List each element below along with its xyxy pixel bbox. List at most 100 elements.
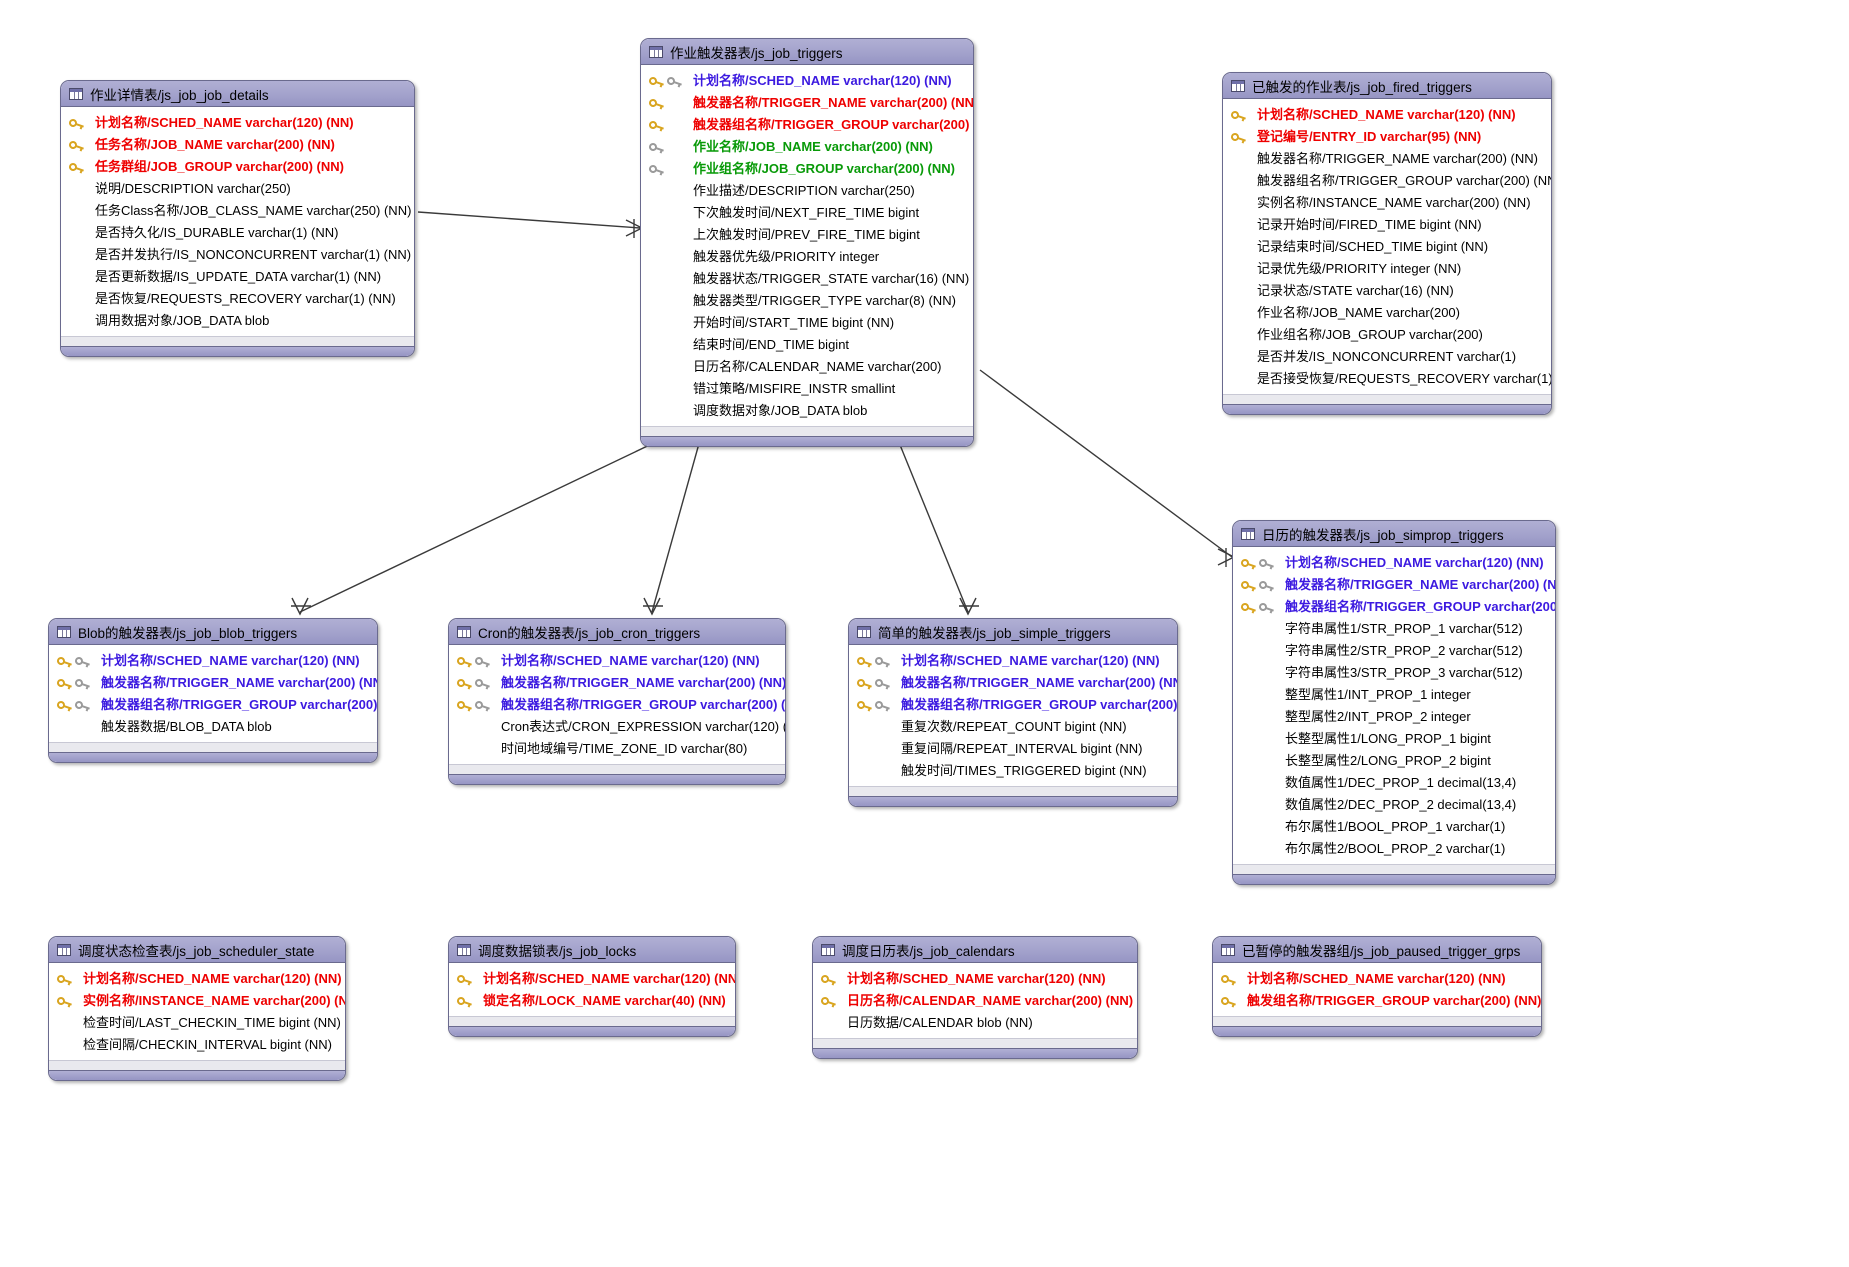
entity-field-row[interactable]: 作业名称/JOB_NAME varchar(200) [1223, 302, 1551, 324]
entity-field-row[interactable]: 是否恢复/REQUESTS_RECOVERY varchar(1) (NN) [61, 288, 414, 310]
entity-field-row[interactable]: 触发器名称/TRIGGER_NAME varchar(200) (NN) [49, 672, 377, 694]
entity-field-row[interactable]: 实例名称/INSTANCE_NAME varchar(200) (NN) [49, 990, 345, 1012]
entity-field-row[interactable]: 计划名称/SCHED_NAME varchar(120) (NN) [641, 70, 973, 92]
entity-field-row[interactable]: 数值属性1/DEC_PROP_1 decimal(13,4) [1233, 772, 1555, 794]
entity-field-row[interactable]: 触发器组名称/TRIGGER_GROUP varchar(200) (NN) [1223, 170, 1551, 192]
entity-field-row[interactable]: 时间地域编号/TIME_ZONE_ID varchar(80) [449, 738, 785, 760]
entity-field-row[interactable]: 作业描述/DESCRIPTION varchar(250) [641, 180, 973, 202]
entity-field-row[interactable]: 触发器类型/TRIGGER_TYPE varchar(8) (NN) [641, 290, 973, 312]
entity-field-row[interactable]: 日历名称/CALENDAR_NAME varchar(200) [641, 356, 973, 378]
entity-field-row[interactable]: 数值属性2/DEC_PROP_2 decimal(13,4) [1233, 794, 1555, 816]
entity-job_triggers[interactable]: 作业触发器表/js_job_triggers 计划名称/SCHED_NAME va… [640, 38, 974, 447]
entity-field-row[interactable]: 是否持久化/IS_DURABLE varchar(1) (NN) [61, 222, 414, 244]
entity-field-row[interactable]: 实例名称/INSTANCE_NAME varchar(200) (NN) [1223, 192, 1551, 214]
entity-header[interactable]: Cron的触发器表/js_job_cron_triggers [449, 619, 785, 645]
entity-field-row[interactable]: 计划名称/SCHED_NAME varchar(120) (NN) [1213, 968, 1541, 990]
entity-field-row[interactable]: 触发器状态/TRIGGER_STATE varchar(16) (NN) [641, 268, 973, 290]
entity-field-row[interactable]: 锁定名称/LOCK_NAME varchar(40) (NN) [449, 990, 735, 1012]
entity-field-row[interactable]: 触发器名称/TRIGGER_NAME varchar(200) (NN) [449, 672, 785, 694]
entity-field-row[interactable]: Cron表达式/CRON_EXPRESSION varchar(120) (NN… [449, 716, 785, 738]
entity-field-row[interactable]: 触发时间/TIMES_TRIGGERED bigint (NN) [849, 760, 1177, 782]
entity-simprop_triggers[interactable]: 日历的触发器表/js_job_simprop_triggers 计划名称/SCHE… [1232, 520, 1556, 885]
entity-field-row[interactable]: 日历名称/CALENDAR_NAME varchar(200) (NN) [813, 990, 1137, 1012]
entity-job_details[interactable]: 作业详情表/js_job_job_details 计划名称/SCHED_NAME … [60, 80, 415, 357]
entity-field-row[interactable]: 上次触发时间/PREV_FIRE_TIME bigint [641, 224, 973, 246]
entity-field-row[interactable]: 是否并发执行/IS_NONCONCURRENT varchar(1) (NN) [61, 244, 414, 266]
entity-field-row[interactable]: 计划名称/SCHED_NAME varchar(120) (NN) [49, 650, 377, 672]
entity-header[interactable]: 调度日历表/js_job_calendars [813, 937, 1137, 963]
entity-field-row[interactable]: 整型属性2/INT_PROP_2 integer [1233, 706, 1555, 728]
entity-field-row[interactable]: 计划名称/SCHED_NAME varchar(120) (NN) [1223, 104, 1551, 126]
entity-header[interactable]: 作业触发器表/js_job_triggers [641, 39, 973, 65]
entity-field-row[interactable]: 检查间隔/CHECKIN_INTERVAL bigint (NN) [49, 1034, 345, 1056]
entity-field-row[interactable]: 长整型属性1/LONG_PROP_1 bigint [1233, 728, 1555, 750]
entity-field-row[interactable]: 计划名称/SCHED_NAME varchar(120) (NN) [449, 968, 735, 990]
entity-field-row[interactable]: 开始时间/START_TIME bigint (NN) [641, 312, 973, 334]
entity-field-row[interactable]: 登记编号/ENTRY_ID varchar(95) (NN) [1223, 126, 1551, 148]
entity-field-row[interactable]: 记录优先级/PRIORITY integer (NN) [1223, 258, 1551, 280]
entity-field-row[interactable]: 说明/DESCRIPTION varchar(250) [61, 178, 414, 200]
entity-field-row[interactable]: 重复间隔/REPEAT_INTERVAL bigint (NN) [849, 738, 1177, 760]
entity-field-row[interactable]: 字符串属性1/STR_PROP_1 varchar(512) [1233, 618, 1555, 640]
entity-field-row[interactable]: 是否更新数据/IS_UPDATE_DATA varchar(1) (NN) [61, 266, 414, 288]
entity-field-row[interactable]: 日历数据/CALENDAR blob (NN) [813, 1012, 1137, 1034]
entity-field-row[interactable]: 计划名称/SCHED_NAME varchar(120) (NN) [49, 968, 345, 990]
entity-field-row[interactable]: 记录结束时间/SCHED_TIME bigint (NN) [1223, 236, 1551, 258]
entity-field-row[interactable]: 作业组名称/JOB_GROUP varchar(200) [1223, 324, 1551, 346]
entity-field-row[interactable]: 任务群组/JOB_GROUP varchar(200) (NN) [61, 156, 414, 178]
entity-field-row[interactable]: 触发器名称/TRIGGER_NAME varchar(200) (NN) [849, 672, 1177, 694]
entity-field-row[interactable]: 记录开始时间/FIRED_TIME bigint (NN) [1223, 214, 1551, 236]
entity-blob_triggers[interactable]: Blob的触发器表/js_job_blob_triggers 计划名称/SCHED… [48, 618, 378, 763]
entity-fired_triggers[interactable]: 已触发的作业表/js_job_fired_triggers 计划名称/SCHED_… [1222, 72, 1552, 415]
entity-cron_triggers[interactable]: Cron的触发器表/js_job_cron_triggers 计划名称/SCHED… [448, 618, 786, 785]
entity-field-row[interactable]: 触发器组名称/TRIGGER_GROUP varchar(200) (NN) [849, 694, 1177, 716]
entity-field-row[interactable]: 是否并发/IS_NONCONCURRENT varchar(1) [1223, 346, 1551, 368]
entity-calendars[interactable]: 调度日历表/js_job_calendars 计划名称/SCHED_NAME va… [812, 936, 1138, 1059]
entity-paused_trigger_grps[interactable]: 已暂停的触发器组/js_job_paused_trigger_grps 计划名称/… [1212, 936, 1542, 1037]
entity-field-row[interactable]: 重复次数/REPEAT_COUNT bigint (NN) [849, 716, 1177, 738]
entity-header[interactable]: 已暂停的触发器组/js_job_paused_trigger_grps [1213, 937, 1541, 963]
entity-field-row[interactable]: 触发器优先级/PRIORITY integer [641, 246, 973, 268]
entity-field-row[interactable]: 计划名称/SCHED_NAME varchar(120) (NN) [813, 968, 1137, 990]
entity-field-row[interactable]: 布尔属性1/BOOL_PROP_1 varchar(1) [1233, 816, 1555, 838]
entity-header[interactable]: Blob的触发器表/js_job_blob_triggers [49, 619, 377, 645]
entity-field-row[interactable]: 错过策略/MISFIRE_INSTR smallint [641, 378, 973, 400]
entity-field-row[interactable]: 计划名称/SCHED_NAME varchar(120) (NN) [449, 650, 785, 672]
entity-header[interactable]: 调度数据锁表/js_job_locks [449, 937, 735, 963]
entity-field-row[interactable]: 计划名称/SCHED_NAME varchar(120) (NN) [849, 650, 1177, 672]
entity-field-row[interactable]: 是否接受恢复/REQUESTS_RECOVERY varchar(1) [1223, 368, 1551, 390]
entity-field-row[interactable]: 检查时间/LAST_CHECKIN_TIME bigint (NN) [49, 1012, 345, 1034]
entity-field-row[interactable]: 任务Class名称/JOB_CLASS_NAME varchar(250) (N… [61, 200, 414, 222]
entity-locks[interactable]: 调度数据锁表/js_job_locks 计划名称/SCHED_NAME varch… [448, 936, 736, 1037]
entity-field-row[interactable]: 触发器组名称/TRIGGER_GROUP varchar(200) (NN) [49, 694, 377, 716]
entity-field-row[interactable]: 触发器组名称/TRIGGER_GROUP varchar(200) (NN) [449, 694, 785, 716]
entity-field-row[interactable]: 触发组名称/TRIGGER_GROUP varchar(200) (NN) [1213, 990, 1541, 1012]
entity-field-row[interactable]: 记录状态/STATE varchar(16) (NN) [1223, 280, 1551, 302]
entity-field-row[interactable]: 字符串属性3/STR_PROP_3 varchar(512) [1233, 662, 1555, 684]
entity-field-row[interactable]: 触发器名称/TRIGGER_NAME varchar(200) (NN) [641, 92, 973, 114]
entity-field-row[interactable]: 字符串属性2/STR_PROP_2 varchar(512) [1233, 640, 1555, 662]
entity-field-row[interactable]: 任务名称/JOB_NAME varchar(200) (NN) [61, 134, 414, 156]
entity-field-row[interactable]: 结束时间/END_TIME bigint [641, 334, 973, 356]
entity-field-row[interactable]: 计划名称/SCHED_NAME varchar(120) (NN) [61, 112, 414, 134]
entity-field-row[interactable]: 触发器组名称/TRIGGER_GROUP varchar(200) (NN) [641, 114, 973, 136]
entity-header[interactable]: 已触发的作业表/js_job_fired_triggers [1223, 73, 1551, 99]
entity-field-row[interactable]: 下次触发时间/NEXT_FIRE_TIME bigint [641, 202, 973, 224]
entity-header[interactable]: 作业详情表/js_job_job_details [61, 81, 414, 107]
entity-header[interactable]: 日历的触发器表/js_job_simprop_triggers [1233, 521, 1555, 547]
entity-field-row[interactable]: 调用数据对象/JOB_DATA blob [61, 310, 414, 332]
entity-field-row[interactable]: 整型属性1/INT_PROP_1 integer [1233, 684, 1555, 706]
entity-field-row[interactable]: 触发器名称/TRIGGER_NAME varchar(200) (NN) [1223, 148, 1551, 170]
entity-scheduler_state[interactable]: 调度状态检查表/js_job_scheduler_state 计划名称/SCHED… [48, 936, 346, 1081]
entity-field-row[interactable]: 调度数据对象/JOB_DATA blob [641, 400, 973, 422]
entity-field-row[interactable]: 触发器名称/TRIGGER_NAME varchar(200) (NN) [1233, 574, 1555, 596]
entity-header[interactable]: 调度状态检查表/js_job_scheduler_state [49, 937, 345, 963]
entity-field-row[interactable]: 作业组名称/JOB_GROUP varchar(200) (NN) [641, 158, 973, 180]
entity-field-row[interactable]: 触发器数据/BLOB_DATA blob [49, 716, 377, 738]
entity-field-row[interactable]: 计划名称/SCHED_NAME varchar(120) (NN) [1233, 552, 1555, 574]
entity-field-row[interactable]: 长整型属性2/LONG_PROP_2 bigint [1233, 750, 1555, 772]
entity-field-row[interactable]: 布尔属性2/BOOL_PROP_2 varchar(1) [1233, 838, 1555, 860]
entity-field-row[interactable]: 作业名称/JOB_NAME varchar(200) (NN) [641, 136, 973, 158]
entity-field-row[interactable]: 触发器组名称/TRIGGER_GROUP varchar(200) (NN) [1233, 596, 1555, 618]
